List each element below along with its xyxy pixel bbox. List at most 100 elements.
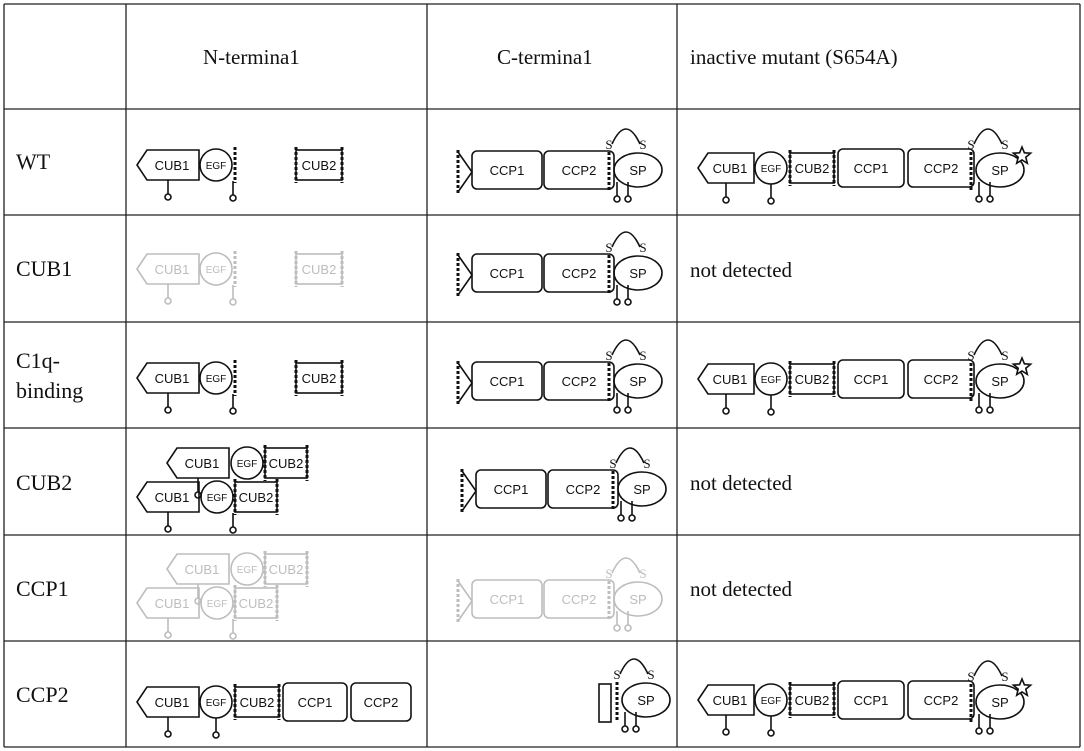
ccp1-domain-label: CCP1 [298, 695, 333, 710]
cub2-domain-label: CUB2 [239, 596, 274, 611]
cub1-domain-shape [697, 684, 755, 716]
ccp1-domain-label: CCP1 [490, 163, 525, 178]
cub1-domain-shape [166, 447, 230, 479]
ccp1-domain-shape [475, 469, 547, 509]
cub2-domain-label: CUB2 [269, 456, 304, 471]
egf-domain-label: EGF [206, 374, 227, 385]
s-label-right: S [647, 667, 654, 682]
cub2-domain-label: CUB2 [795, 693, 830, 708]
disulfide-bond [611, 557, 641, 574]
ccp1-domain-shape [837, 148, 905, 188]
ccp1-domain-shape [282, 682, 348, 722]
c-terminal-bracket [457, 151, 473, 193]
sp-domain-shape [975, 363, 1025, 399]
c-terminal-bracket [457, 580, 473, 622]
ccp1-domain-shape [837, 359, 905, 399]
row-label-wt: WT [16, 149, 51, 174]
cub1-domain-label: CUB1 [185, 456, 220, 471]
sp-domain-shape [613, 581, 663, 617]
status-not-detected-cub1: not detected [690, 258, 793, 282]
cub2-domain-label: CUB2 [240, 695, 275, 710]
c-terminal-bracket [457, 254, 473, 296]
ccp1-domain-shape [471, 253, 543, 293]
ccp2-domain-label: CCP2 [562, 266, 597, 281]
sp-domain-shape [975, 684, 1025, 720]
s-label-right: S [643, 456, 650, 471]
s-label-right: S [639, 137, 646, 152]
cub1-domain-shape [136, 253, 200, 285]
c1q-n-terminal: CUB1 EGF CUB2 [136, 360, 344, 415]
egf-domain-shape [199, 148, 233, 182]
cub2-domain-label: CUB2 [302, 262, 337, 277]
egf-domain-label: EGF [237, 459, 258, 470]
egf-domain-label: EGF [206, 265, 227, 276]
egf-domain-label: EGF [207, 599, 228, 610]
s-label-left: S [605, 348, 612, 363]
s-label-left: S [967, 669, 974, 684]
cub1-domain-label: CUB1 [155, 371, 190, 386]
cub1-domain-shape [136, 587, 200, 619]
sp-domain-label: SP [991, 374, 1008, 389]
sp-domain-shape [617, 471, 667, 507]
disulfide-bond [611, 231, 641, 248]
ccp1-domain-shape [471, 579, 543, 619]
s-label-left: S [609, 456, 616, 471]
egf-domain-shape [199, 361, 233, 395]
sp-domain-shape [613, 152, 663, 188]
ccp2-domain-label: CCP2 [924, 161, 959, 176]
header-n-terminal: N-termina1 [203, 45, 300, 69]
sp-domain-label: SP [637, 693, 654, 708]
ccp2-domain-label: CCP2 [364, 695, 399, 710]
ccp1-domain-label: CCP1 [490, 266, 525, 281]
ccp2-domain-label: CCP2 [566, 482, 601, 497]
cub1-domain-label: CUB1 [155, 490, 190, 505]
s-label-left: S [613, 667, 620, 682]
ccp2-domain-label: CCP2 [562, 374, 597, 389]
egf-domain-label: EGF [761, 164, 782, 175]
egf-domain-shape [200, 480, 234, 514]
row-label-ccp2: CCP2 [16, 682, 69, 707]
row-label-cub2: CUB2 [16, 470, 72, 495]
cub1-domain-shape [136, 481, 200, 513]
egf-domain-label: EGF [206, 161, 227, 172]
ccp2-domain-label: CCP2 [924, 693, 959, 708]
cub1-n-terminal: CUB1 EGF CUB2 [136, 251, 344, 306]
row-label-c1q-line2: binding [16, 378, 83, 403]
ccp2-domain-label: CCP2 [924, 372, 959, 387]
cub2-domain-label: CUB2 [302, 371, 337, 386]
sp-domain-label: SP [629, 266, 646, 281]
ccp2-domain-shape [907, 148, 975, 188]
sp-domain-shape [975, 152, 1025, 188]
c-terminal-bracket [461, 470, 477, 512]
s-label-left: S [967, 348, 974, 363]
s-label-left: S [605, 240, 612, 255]
c-terminal-bracket [457, 362, 473, 404]
cub2-domain-label: CUB2 [269, 562, 304, 577]
egf-domain-label: EGF [206, 698, 227, 709]
sp-domain-label: SP [629, 592, 646, 607]
disulfide-bond [619, 658, 649, 675]
egf-domain-label: EGF [761, 375, 782, 386]
disulfide-bond [973, 128, 1003, 145]
ccp1-domain-label: CCP1 [854, 161, 889, 176]
s-label-right: S [1001, 348, 1008, 363]
ccp2-domain-label: CCP2 [562, 163, 597, 178]
cub1-domain-label: CUB1 [155, 158, 190, 173]
header-inactive-mutant: inactive mutant (S654A) [690, 45, 898, 69]
sp-domain-label: SP [629, 163, 646, 178]
cub1-domain-label: CUB1 [155, 596, 190, 611]
cub2-domain-label: CUB2 [239, 490, 274, 505]
sp-domain-label: SP [629, 374, 646, 389]
ccp1-domain-shape [471, 150, 543, 190]
ccp1-domain-label: CCP1 [490, 592, 525, 607]
cub1-domain-label: CUB1 [155, 262, 190, 277]
cub1-domain-shape [136, 149, 200, 181]
star-icon [1011, 355, 1033, 377]
disulfide-bond [973, 339, 1003, 356]
